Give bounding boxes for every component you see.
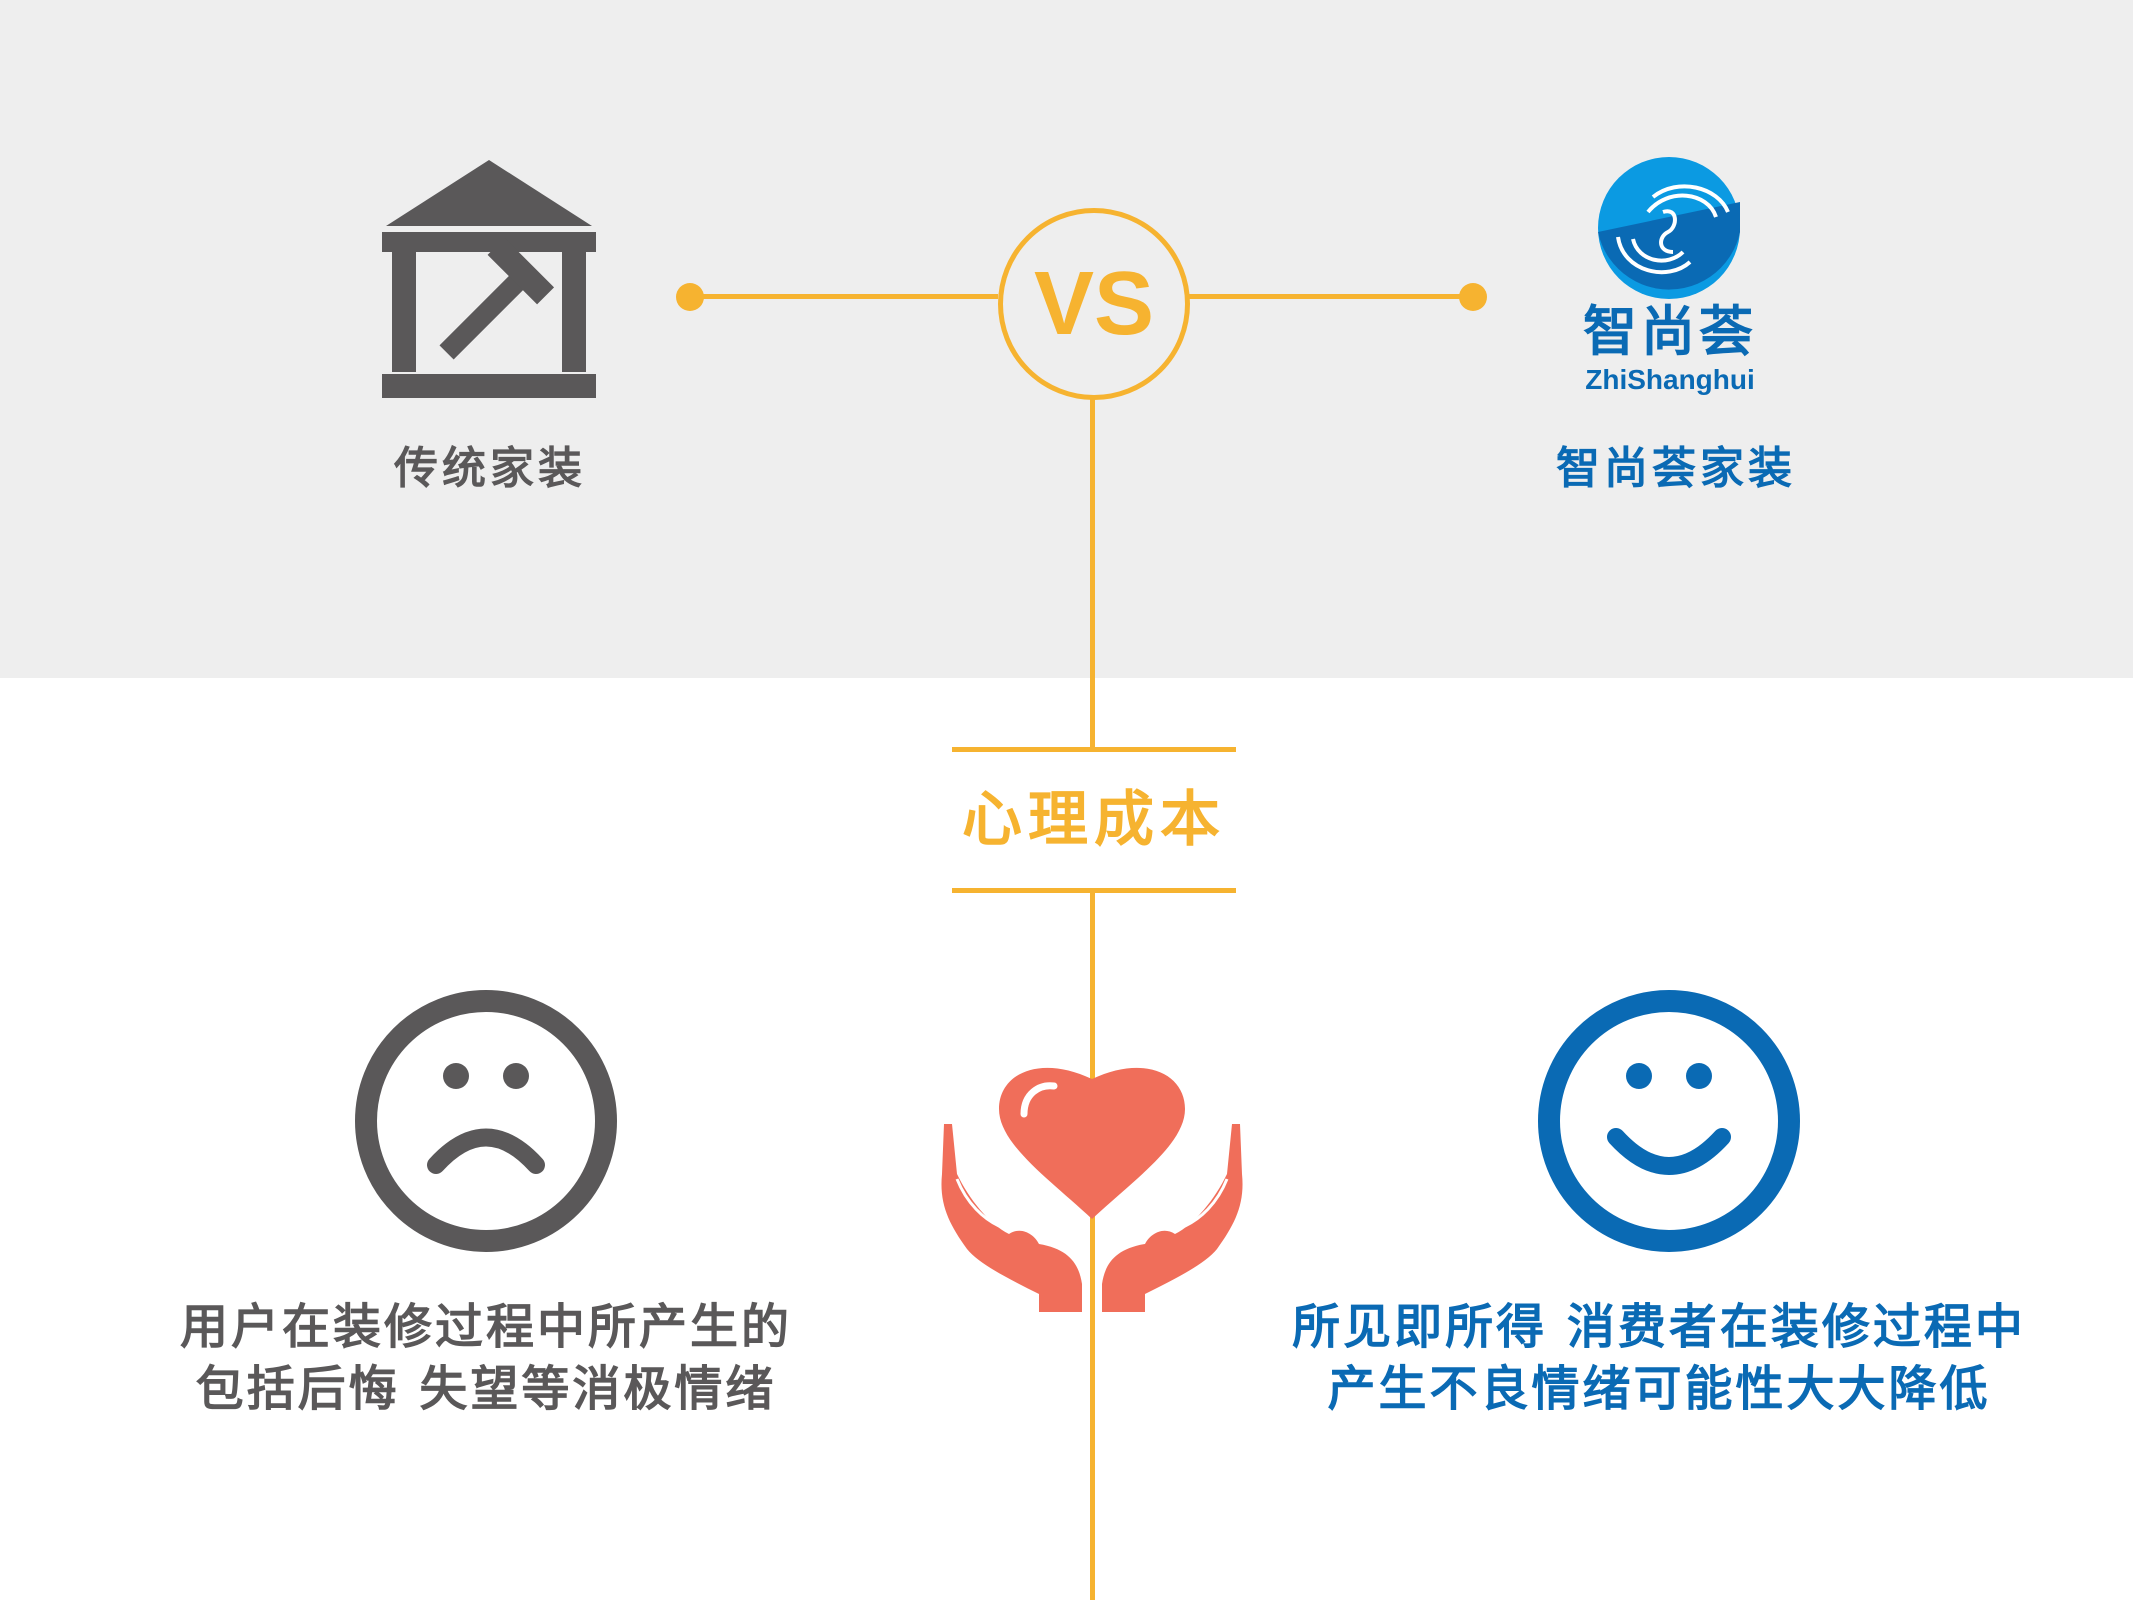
zhishanghui-logo-icon	[1598, 157, 1740, 299]
vs-left-connector	[690, 294, 998, 299]
right-description-line-1: 所见即所得 消费者在装修过程中	[1292, 1299, 2026, 1355]
heart-in-hands-icon	[941, 1067, 1243, 1312]
right-title: 智尚荟家装	[1556, 443, 1796, 494]
left-description-line-1: 用户在装修过程中所产生的	[179, 1299, 792, 1355]
left-description-line-2: 包括后悔 失望等消极情绪	[195, 1361, 777, 1417]
vs-label: VS	[1033, 254, 1155, 354]
logo-english: ZhiShanghui	[1585, 364, 1755, 395]
left-connector-dot	[676, 283, 704, 311]
topic-label: 心理成本	[962, 785, 1226, 855]
vs-circle: VS	[998, 208, 1190, 400]
logo-chinese: 智尚荟	[1583, 300, 1757, 363]
right-description-line-2: 产生不良情绪可能性大大降低	[1327, 1361, 1991, 1417]
vertical-timeline	[1090, 396, 1095, 1600]
left-description: 用户在装修过程中所产生的 包括后悔 失望等消极情绪	[136, 1296, 836, 1420]
left-title: 传统家装	[394, 443, 586, 494]
right-connector-dot	[1459, 283, 1487, 311]
topic-box: 心理成本	[952, 747, 1236, 893]
vs-right-connector	[1186, 294, 1473, 299]
sad-face-icon	[355, 990, 617, 1252]
right-description: 所见即所得 消费者在装修过程中 产生不良情绪可能性大大降低	[1259, 1296, 2059, 1420]
building-hammer-icon	[382, 160, 596, 398]
smile-face-icon	[1538, 990, 1800, 1252]
